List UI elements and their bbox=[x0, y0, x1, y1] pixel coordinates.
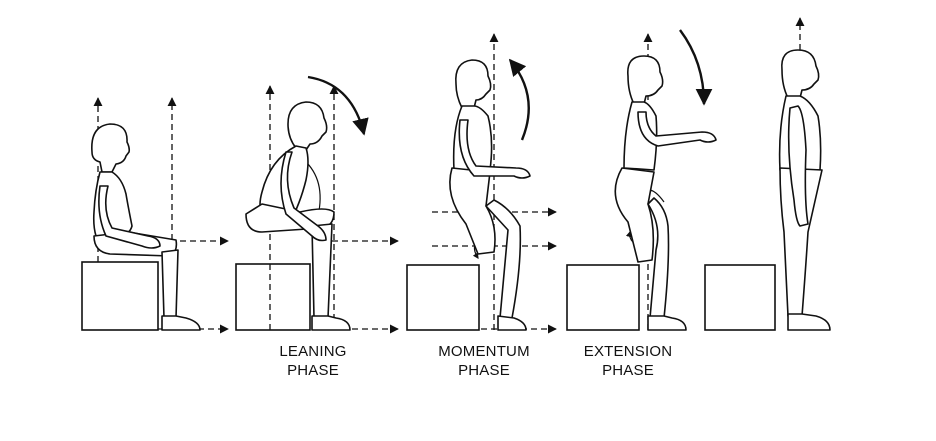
leaning-phase-line1: LEANING bbox=[279, 343, 347, 360]
extension-phase-line1: EXTENSION bbox=[583, 343, 673, 360]
extension-phase-label: EXTENSION PHASE bbox=[568, 342, 688, 380]
momentum-phase-line2: PHASE bbox=[458, 362, 510, 379]
forward-rotation-arrow bbox=[307, 75, 369, 136]
extension-phase-line2: PHASE bbox=[602, 362, 654, 379]
seated-figure bbox=[91, 123, 201, 331]
downward-rotation-arrow bbox=[679, 29, 713, 106]
stage-momentum bbox=[406, 33, 557, 334]
momentum-phase-line1: MOMENTUM bbox=[438, 343, 530, 360]
momentum-figure bbox=[449, 59, 531, 331]
seat-box-4 bbox=[566, 264, 640, 331]
stage-extension bbox=[566, 29, 717, 331]
stage-standing bbox=[704, 17, 831, 331]
seat-box-5 bbox=[704, 264, 776, 331]
extension-figure bbox=[614, 55, 717, 331]
seat-box-1 bbox=[81, 261, 159, 331]
leaning-phase-line2: PHASE bbox=[287, 362, 339, 379]
upward-rotation-arrow bbox=[508, 58, 530, 141]
standing-figure bbox=[778, 49, 831, 331]
seat-box-2 bbox=[235, 263, 311, 331]
stage-leaning bbox=[235, 75, 399, 334]
momentum-phase-label: MOMENTUM PHASE bbox=[424, 342, 544, 380]
stage-seated bbox=[81, 97, 229, 334]
leaning-phase-label: LEANING PHASE bbox=[262, 342, 364, 380]
seat-box-3 bbox=[406, 264, 480, 331]
leaning-figure bbox=[245, 101, 351, 331]
